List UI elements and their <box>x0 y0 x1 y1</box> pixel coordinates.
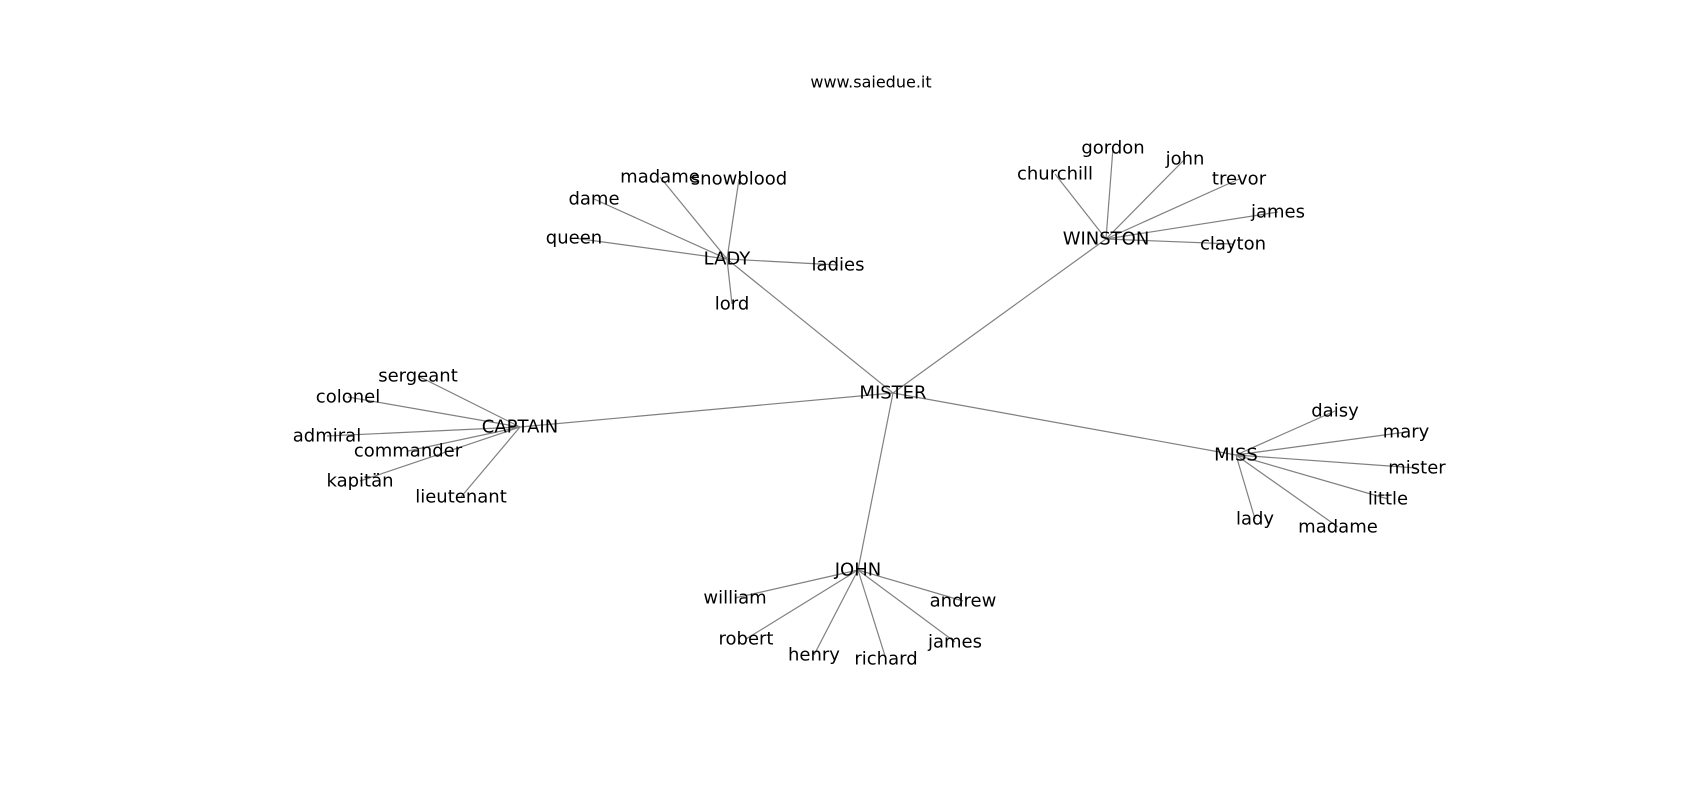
edge-winston-1 <box>1054 173 1107 240</box>
edge-captain-0 <box>417 375 521 428</box>
leaf-node-label: mary <box>1383 422 1430 443</box>
leaf-node-label: lieutenant <box>415 487 507 508</box>
leaf-node-label: james <box>927 632 982 653</box>
leaf-node-label: john <box>1165 149 1205 170</box>
edge-center-miss <box>892 392 1237 456</box>
leaf-node-label: william <box>703 588 766 609</box>
hub-node-label: JOHN <box>834 560 881 581</box>
leaf-node-label: admiral <box>293 426 361 447</box>
edge-lady-0 <box>659 176 728 260</box>
leaf-node-label: madame <box>1298 517 1378 538</box>
edge-center-lady <box>726 258 894 394</box>
edge-winston-0 <box>1105 147 1114 240</box>
edge-john-0 <box>734 569 859 599</box>
edge-miss-2 <box>1235 454 1418 469</box>
leaf-node-label: lord <box>715 294 750 315</box>
edge-captain-2 <box>326 426 521 437</box>
edge-lady-1 <box>726 178 740 260</box>
leaf-node-label: andrew <box>930 591 997 612</box>
edge-john-5 <box>857 569 964 602</box>
leaf-node-label: clayton <box>1200 234 1266 255</box>
leaf-node-label: little <box>1368 489 1408 510</box>
edge-miss-0 <box>1235 410 1336 456</box>
leaf-node-label: churchill <box>1017 164 1093 185</box>
leaf-node-label: gordon <box>1081 138 1144 159</box>
edge-captain-1 <box>347 396 521 428</box>
edge-miss-5 <box>1235 454 1339 528</box>
edge-miss-1 <box>1235 431 1407 456</box>
leaf-node-label: daisy <box>1311 401 1359 422</box>
leaf-node-label: james <box>1250 202 1305 223</box>
edge-lady-5 <box>726 258 733 305</box>
edge-john-2 <box>813 569 859 656</box>
center-node-label: MISTER <box>859 383 926 404</box>
edge-captain-5 <box>460 426 521 498</box>
edge-center-john <box>857 392 894 571</box>
leaf-node-label: ladies <box>812 255 865 276</box>
edge-center-captain <box>519 392 894 428</box>
leaf-node-label: robert <box>719 629 774 650</box>
edge-john-1 <box>745 569 859 640</box>
label-layer: madamesnowblooddamequeenladieslordLADYgo… <box>293 138 1447 670</box>
leaf-node-label: henry <box>788 645 840 666</box>
leaf-node-label: madame <box>620 167 700 188</box>
edge-winston-4 <box>1105 211 1279 240</box>
edge-captain-4 <box>359 426 521 482</box>
hub-node-label: MISS <box>1214 445 1258 466</box>
leaf-node-label: snowblood <box>691 169 787 190</box>
hub-node-label: LADY <box>704 249 752 270</box>
edge-center-winston <box>892 238 1107 394</box>
hub-node-label: WINSTON <box>1063 229 1150 250</box>
edge-john-3 <box>857 569 887 660</box>
edge-lady-2 <box>593 198 728 260</box>
hub-node-label: CAPTAIN <box>482 417 558 438</box>
leaf-node-label: commander <box>354 441 463 462</box>
edge-winston-5 <box>1105 238 1234 245</box>
leaf-node-label: dame <box>568 189 619 210</box>
leaf-node-label: trevor <box>1212 169 1267 190</box>
edge-winston-2 <box>1105 158 1186 240</box>
leaf-node-label: sergeant <box>378 366 458 387</box>
source-watermark: www.saiedue.it <box>810 73 931 92</box>
edge-captain-3 <box>407 426 521 452</box>
edge-lady-3 <box>573 237 728 260</box>
edge-lady-4 <box>726 258 839 266</box>
edge-layer <box>326 147 1418 660</box>
edge-john-4 <box>857 569 956 643</box>
leaf-node-label: mister <box>1388 458 1446 479</box>
leaf-node-label: colonel <box>316 387 380 408</box>
edge-miss-3 <box>1235 454 1389 500</box>
leaf-node-label: lady <box>1236 509 1274 530</box>
edge-miss-4 <box>1235 454 1256 520</box>
leaf-node-label: kapitän <box>326 471 393 492</box>
leaf-node-label: queen <box>546 228 602 249</box>
edge-winston-3 <box>1105 178 1240 240</box>
leaf-node-label: richard <box>854 649 917 670</box>
